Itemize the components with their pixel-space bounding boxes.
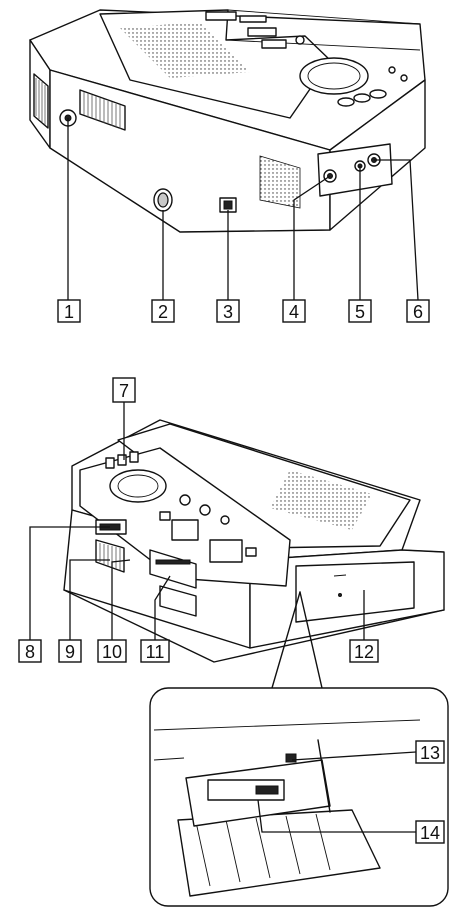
callout-label: 5 (355, 302, 365, 322)
callout-label: 14 (420, 823, 440, 843)
callout-label: 3 (223, 302, 233, 322)
callout-7: 7 (112, 377, 136, 403)
callout-label: 11 (146, 642, 165, 662)
callout-14: 14 (415, 820, 445, 844)
callout-label: 2 (158, 302, 168, 322)
callout-label: 12 (354, 642, 374, 662)
callout-label: 8 (25, 642, 35, 662)
callout-label: 4 (289, 302, 299, 322)
callout-10: 10 (97, 639, 127, 663)
callout-2: 2 (151, 299, 175, 323)
callout-3: 3 (216, 299, 240, 323)
callout-label: 6 (413, 302, 423, 322)
callout-label: 7 (119, 381, 129, 401)
callout-1: 1 (57, 299, 81, 323)
callout-label: 1 (64, 302, 74, 322)
callout-label: 10 (102, 642, 122, 662)
callout-label: 13 (420, 743, 440, 763)
callout-12: 12 (349, 639, 379, 663)
callout-11: 11 (140, 639, 170, 663)
callout-4: 4 (282, 299, 306, 323)
leader-lines (29, 118, 419, 833)
printer-rear-illustration (29, 9, 426, 233)
callout-label: 9 (65, 642, 75, 662)
printer-front-illustration (63, 419, 445, 663)
callout-13: 13 (415, 740, 445, 764)
callout-9: 9 (58, 639, 82, 663)
callout-6: 6 (406, 299, 430, 323)
callout-5: 5 (348, 299, 372, 323)
callout-8: 8 (18, 639, 42, 663)
